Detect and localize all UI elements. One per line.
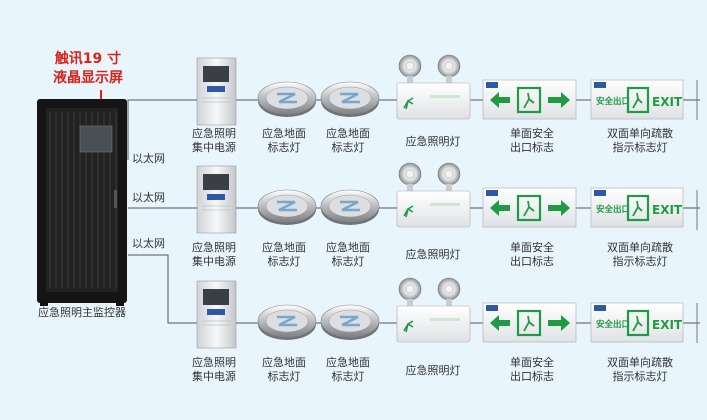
link-row1 bbox=[127, 99, 197, 160]
floor-light-label: 应急地面 标志灯 bbox=[326, 241, 370, 268]
floor-light-label: 应急地面 标志灯 bbox=[262, 127, 306, 154]
screen-annotation: 触讯19 寸 液晶显示屏 bbox=[53, 51, 123, 86]
exit-door-icon bbox=[626, 309, 650, 337]
double-exit-sign: 安全出口 EXIT bbox=[590, 187, 684, 228]
power-supply-unit bbox=[196, 57, 237, 126]
network-label-3: 以太网 bbox=[132, 237, 165, 250]
floor-light-label: 应急地面 标志灯 bbox=[262, 241, 306, 268]
right-arrow-icon bbox=[548, 200, 570, 216]
emergency-light-unit bbox=[396, 54, 471, 120]
network-label-2: 以太网 bbox=[132, 191, 165, 204]
floor-light bbox=[257, 81, 317, 117]
exit-cn-text: 安全出口 bbox=[596, 96, 630, 107]
single-exit-sign bbox=[482, 302, 577, 343]
power-supply-label: 应急照明 集中电源 bbox=[192, 356, 236, 383]
floor-light bbox=[320, 189, 380, 225]
floor-light-label: 应急地面 标志灯 bbox=[262, 356, 306, 383]
running-man-icon bbox=[403, 97, 414, 110]
cabinet-label: 应急照明主监控器 bbox=[38, 306, 126, 319]
floor-light-label: 应急地面 标志灯 bbox=[326, 127, 370, 154]
right-arrow-icon bbox=[548, 92, 570, 108]
power-supply-unit bbox=[196, 165, 237, 234]
single-exit-sign bbox=[482, 79, 577, 120]
cabinet-handle bbox=[114, 190, 117, 208]
floor-light bbox=[320, 81, 380, 117]
emergency-light-unit bbox=[396, 162, 471, 228]
right-arrow-icon bbox=[548, 315, 570, 331]
double-exit-label: 双面单向疏散 指示标志灯 bbox=[607, 356, 673, 383]
double-exit-label: 双面单向疏散 指示标志灯 bbox=[607, 127, 673, 154]
left-arrow-icon bbox=[490, 315, 510, 331]
power-supply-label: 应急照明 集中电源 bbox=[192, 127, 236, 154]
device-row: 安全出口 EXIT bbox=[196, 54, 684, 126]
link-row3 bbox=[128, 254, 197, 324]
double-exit-sign: 安全出口 EXIT bbox=[590, 302, 684, 343]
lcd-screen bbox=[79, 125, 113, 153]
network-label-1: 以太网 bbox=[132, 152, 165, 165]
device-rows: 安全出口 EXIT 安全出口 EXIT 安全出口 EXIT bbox=[196, 54, 684, 349]
exit-en-text: EXIT bbox=[652, 203, 683, 217]
power-supply-label: 应急照明 集中电源 bbox=[192, 241, 236, 268]
running-man-icon bbox=[403, 205, 414, 218]
monitor-cabinet bbox=[37, 99, 127, 306]
exit-door-icon bbox=[516, 309, 542, 337]
single-exit-label: 单面安全 出口标志 bbox=[510, 241, 554, 268]
double-exit-label: 双面单向疏散 指示标志灯 bbox=[607, 241, 673, 268]
power-supply-unit bbox=[196, 280, 237, 349]
left-arrow-icon bbox=[490, 200, 510, 216]
single-exit-label: 单面安全 出口标志 bbox=[510, 356, 554, 383]
floor-light bbox=[320, 304, 380, 340]
left-arrow-icon bbox=[490, 92, 510, 108]
double-exit-sign: 安全出口 EXIT bbox=[590, 79, 684, 120]
floor-light-label: 应急地面 标志灯 bbox=[326, 356, 370, 383]
running-man-icon bbox=[403, 320, 414, 333]
single-exit-label: 单面安全 出口标志 bbox=[510, 127, 554, 154]
exit-door-icon bbox=[626, 86, 650, 114]
single-exit-sign bbox=[482, 187, 577, 228]
exit-en-text: EXIT bbox=[652, 95, 683, 109]
exit-door-icon bbox=[516, 194, 542, 222]
device-row: 安全出口 EXIT bbox=[196, 162, 684, 234]
exit-door-icon bbox=[516, 86, 542, 114]
emergency-light-label: 应急照明灯 bbox=[405, 364, 461, 377]
emergency-light-unit bbox=[396, 277, 471, 343]
exit-cn-text: 安全出口 bbox=[596, 204, 630, 215]
exit-cn-text: 安全出口 bbox=[596, 319, 630, 330]
emergency-light-label: 应急照明灯 bbox=[405, 135, 461, 148]
emergency-light-label: 应急照明灯 bbox=[405, 248, 461, 261]
floor-light bbox=[257, 304, 317, 340]
exit-en-text: EXIT bbox=[652, 318, 683, 332]
exit-door-icon bbox=[626, 194, 650, 222]
device-row: 安全出口 EXIT bbox=[196, 277, 684, 349]
floor-light bbox=[257, 189, 317, 225]
